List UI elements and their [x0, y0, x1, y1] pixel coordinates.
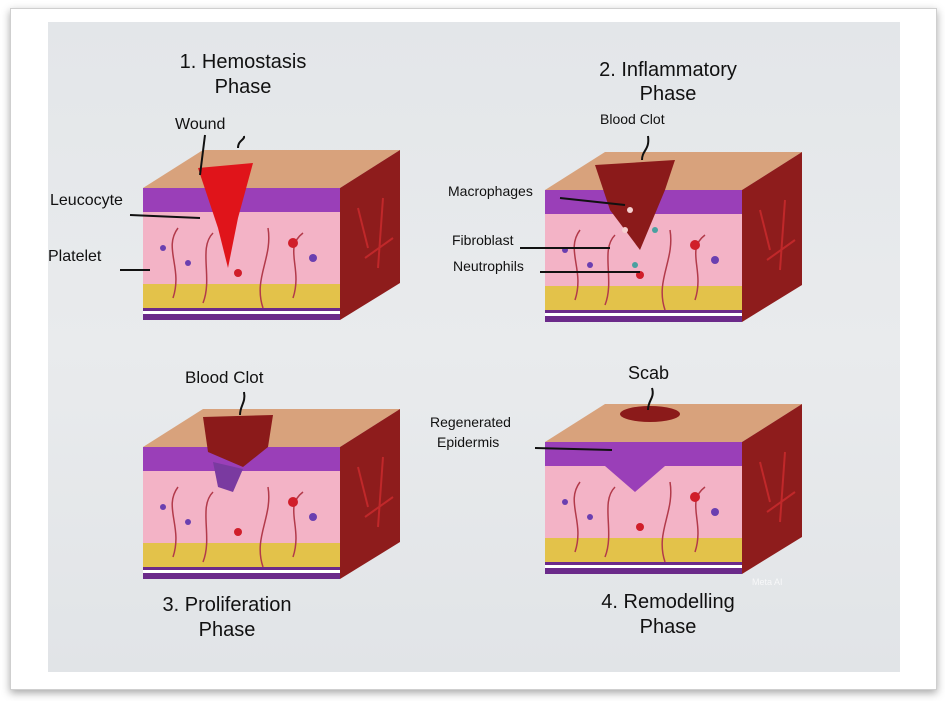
- label-platelet: Platelet: [48, 248, 102, 265]
- label-wound: Wound: [175, 116, 226, 133]
- panel-1-subtitle: Phase: [214, 76, 272, 98]
- label-fibroblast: Fibroblast: [452, 232, 514, 248]
- panel-4-title: 4. Remodelling: [601, 591, 735, 613]
- label-epidermis: Epidermis: [437, 434, 500, 450]
- label-neutrophils: Neutrophils: [453, 258, 524, 274]
- label-blood-clot-3: Blood Clot: [185, 368, 264, 387]
- panel-4-block: [544, 403, 803, 575]
- label-scab: Scab: [628, 363, 670, 383]
- label-leader-lines: [120, 134, 654, 451]
- panel-1-title: 1. Hemostasis: [179, 51, 307, 73]
- panel-4-subtitle: Phase: [639, 616, 697, 638]
- panel-1-block: [142, 149, 401, 321]
- label-blood-clot: Blood Clot: [600, 111, 665, 127]
- panel-3-block: [142, 408, 401, 580]
- label-leucocyte: Leucocyte: [50, 192, 123, 209]
- panel-2-subtitle: Phase: [639, 83, 697, 105]
- panel-2-block: [544, 151, 803, 323]
- watermark: Meta AI: [752, 577, 783, 587]
- label-macrophages: Macrophages: [448, 183, 533, 199]
- panel-3-subtitle: Phase: [198, 619, 256, 641]
- panel-2-title: 2. Inflammatory: [599, 59, 737, 81]
- label-regenerated: Regenerated: [430, 414, 511, 430]
- panel-3-title: 3. Proliferation: [162, 594, 292, 616]
